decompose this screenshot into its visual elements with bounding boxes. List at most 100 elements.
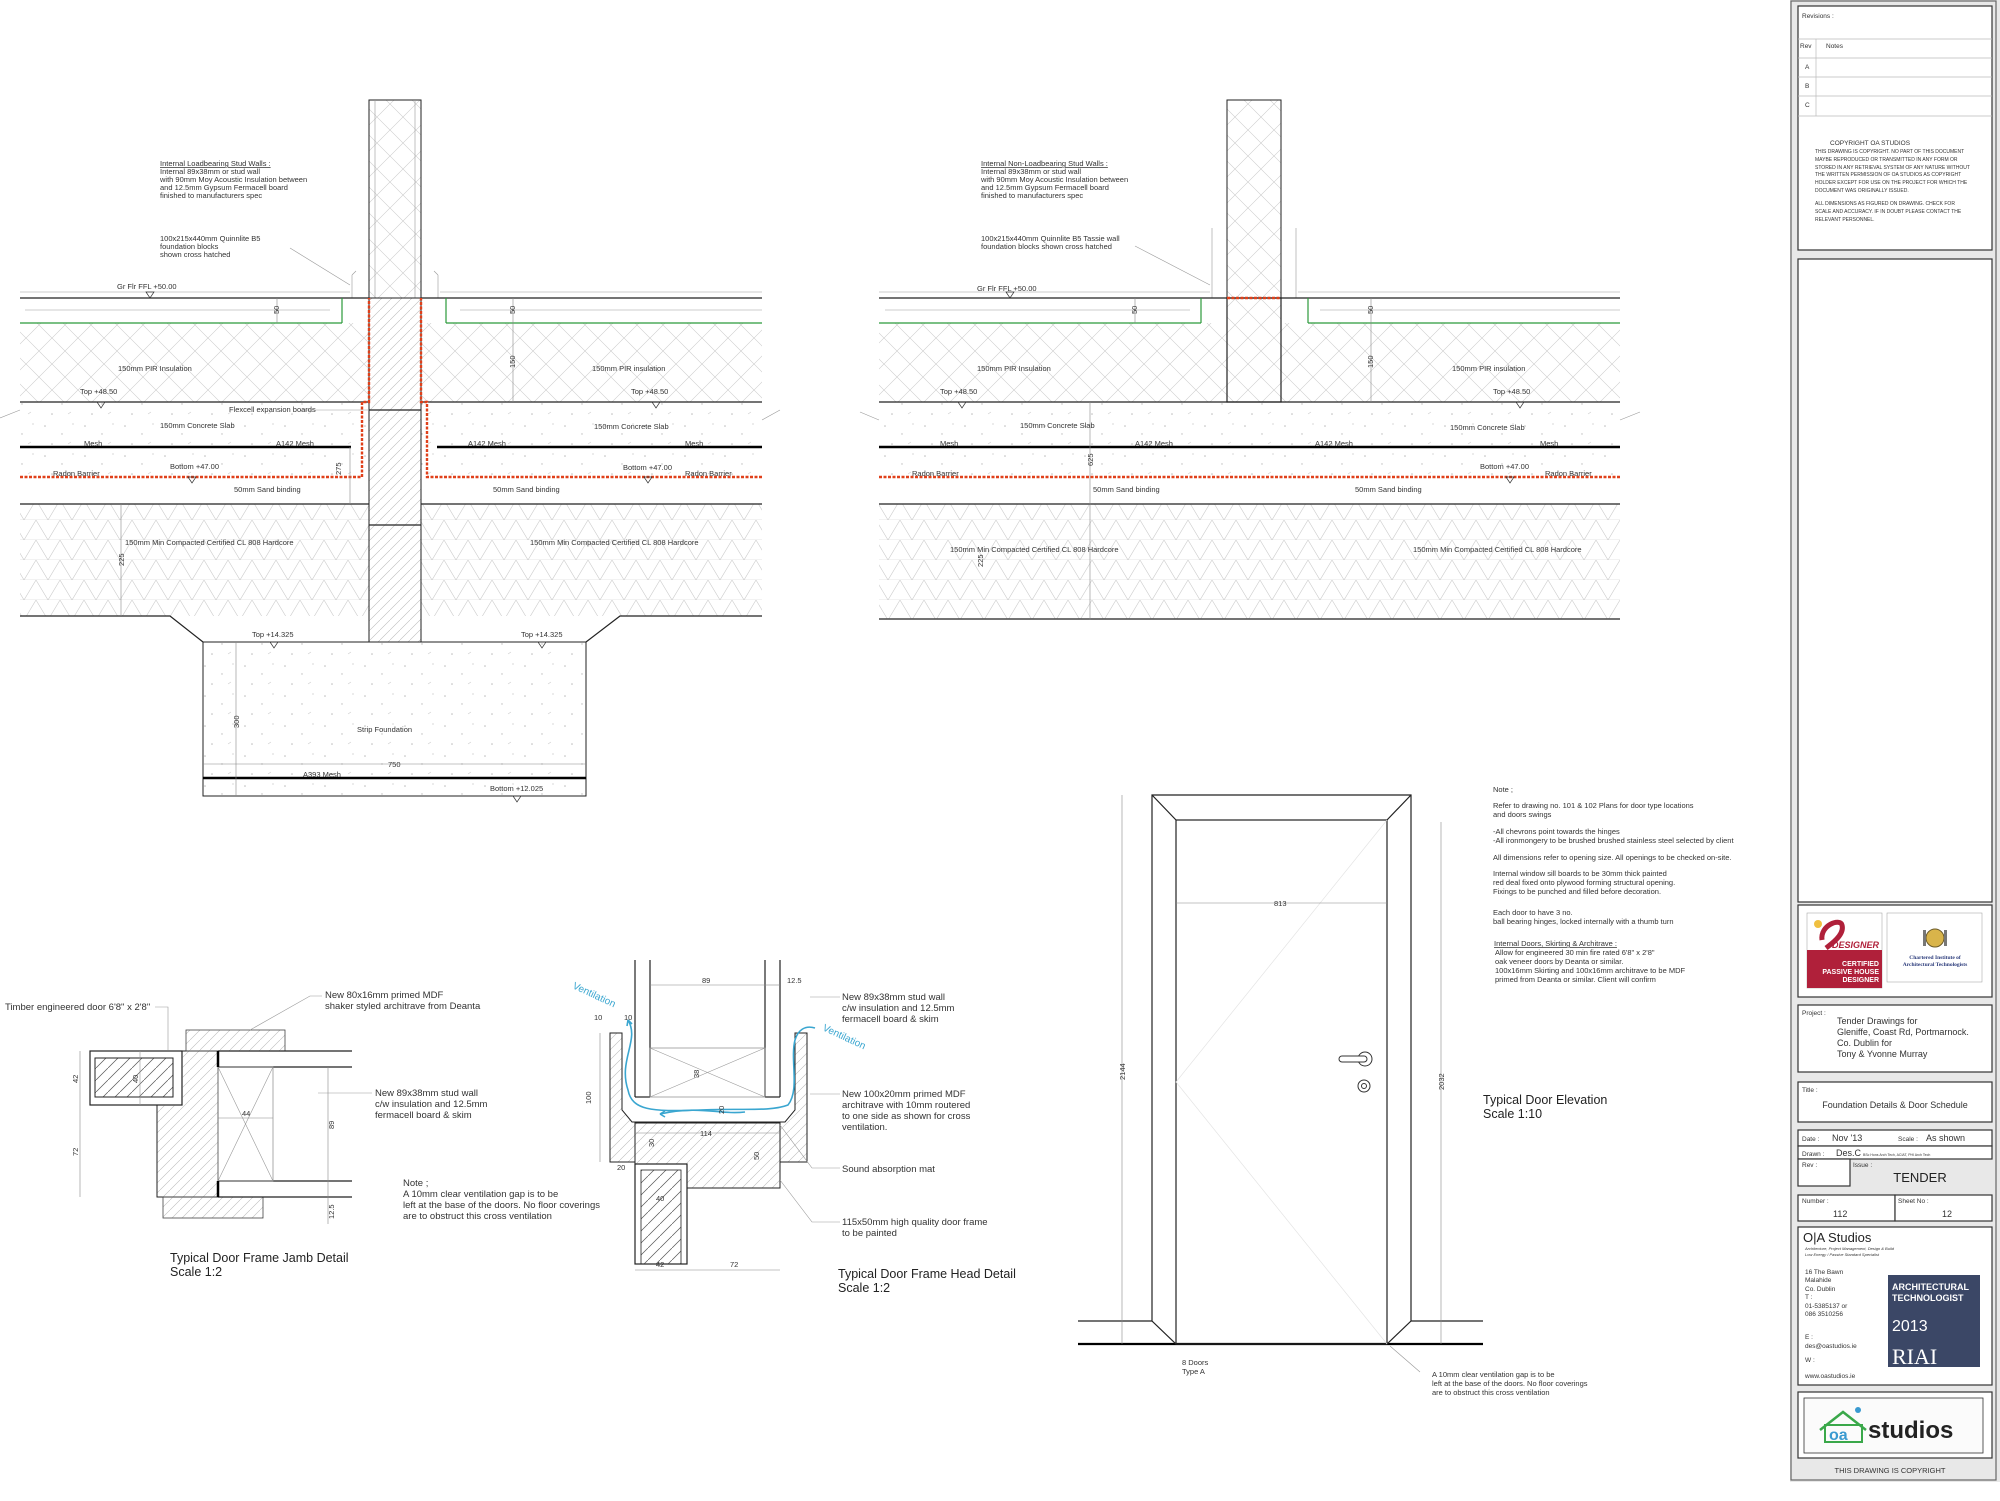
address-line: E : xyxy=(1805,1334,1813,1341)
copyright-line: ALL DIMENSIONS AS FIGURED ON DRAWING. CH… xyxy=(1815,201,1955,207)
project-line: Tony & Yvonne Murray xyxy=(1837,1049,1928,1059)
thumb-turn-icon xyxy=(1357,1079,1371,1093)
dim-label: 275 xyxy=(334,462,343,475)
dim-label: 50 xyxy=(752,1152,761,1160)
detail-scale: Scale 1:2 xyxy=(838,1281,890,1295)
note-line: Note ; xyxy=(403,1178,428,1189)
note-line: left at the base of the doors. No floor … xyxy=(403,1200,600,1211)
date-label: Date : xyxy=(1802,1136,1820,1143)
company-tagline: Architecture, Project Management, Design… xyxy=(1804,1246,1895,1251)
logo-text: Architectural Technologists xyxy=(1903,962,1968,968)
stud-note-line: New 89x38mm stud wall xyxy=(375,1088,478,1099)
rev-header: Rev xyxy=(1800,43,1812,50)
badge-text: RIAI xyxy=(1892,1344,1937,1369)
detail-title: Typical Door Frame Head Detail xyxy=(838,1267,1016,1281)
drawn-value: Des.C xyxy=(1836,1148,1862,1158)
riai-badge: ARCHITECTURAL TECHNOLOGIST 2013 RIAI xyxy=(1888,1275,1980,1369)
address-line: W : xyxy=(1805,1357,1815,1364)
strip-foundation-label: Strip Foundation xyxy=(357,725,412,734)
dim-label: 40 xyxy=(656,1194,664,1203)
hardcore-label: 150mm Min Compacted Certified CL 808 Har… xyxy=(125,538,294,547)
dim-label: 100 xyxy=(584,1091,593,1104)
notes-heading: Note ; xyxy=(1493,785,1513,794)
architrave-note-line: New 100x20mm primed MDF xyxy=(842,1089,966,1100)
copyright-line: MAYBE REPRODUCED OR TRANSMITTED IN ANY F… xyxy=(1815,157,1958,163)
sand-label: 50mm Sand binding xyxy=(234,485,301,494)
copyright-line: STORED IN ANY RETRIEVAL SYSTEM OF ANY NA… xyxy=(1815,165,1970,171)
address-line: T : xyxy=(1805,1294,1813,1301)
dim-label: 10 xyxy=(594,1013,602,1022)
mesh-label: Mesh xyxy=(1540,439,1558,448)
copyright-title: COPYRIGHT OA STUDIOS xyxy=(1830,140,1911,147)
dim-label: 150 xyxy=(1366,355,1375,368)
insulation-label: 150mm PIR insulation xyxy=(1452,364,1525,373)
drawing-title: Foundation Details & Door Schedule xyxy=(1822,1100,1968,1110)
sheet-value: 12 xyxy=(1942,1209,1952,1219)
stud-note-line: fermacell board & skim xyxy=(375,1110,472,1121)
drawn-label: Drawn : xyxy=(1802,1151,1825,1158)
website[interactable]: www.oastudios.ie xyxy=(1804,1373,1856,1380)
dim-label: 12.5 xyxy=(327,1204,336,1219)
address-line: Co. Dublin xyxy=(1805,1286,1836,1293)
head-detail: Ventilation Ventilation 89 12.5 10 10 38… xyxy=(571,960,1016,1295)
frame-note-line: to be painted xyxy=(842,1228,897,1239)
level-label: Top +14.325 xyxy=(252,630,294,639)
foundation-section-loadbearing: Internal Loadbearing Stud Walls : Intern… xyxy=(0,99,781,803)
sand-label: 50mm Sand binding xyxy=(1355,485,1422,494)
note-line: Internal window sill boards to be 30mm t… xyxy=(1493,869,1667,878)
slab-label: 150mm Concrete Slab xyxy=(594,422,669,431)
revision-row: B xyxy=(1805,83,1809,90)
note-line: are to obstruct this cross ventilation xyxy=(1432,1388,1550,1397)
dim-label: 30 xyxy=(647,1139,656,1147)
mesh-label: A142 Mesh xyxy=(276,439,314,448)
detail-scale: Scale 1:2 xyxy=(170,1265,222,1279)
architrave-note-line: ventilation. xyxy=(842,1122,887,1133)
address-line: 16 The Bawn xyxy=(1805,1269,1844,1276)
ffl-label: Gr Flr FFL +50.00 xyxy=(977,284,1037,293)
level-label: Top +48.50 xyxy=(631,387,668,396)
water-drop-icon xyxy=(1855,1407,1861,1413)
dim-label: 750 xyxy=(388,760,401,769)
badge-text: ARCHITECTURAL xyxy=(1892,1282,1969,1292)
oa-studios-logo: oa studios xyxy=(1819,1407,1953,1444)
stud-wall-note: Internal Loadbearing Stud Walls : Intern… xyxy=(159,159,307,200)
level-label: Top +48.50 xyxy=(940,387,977,396)
logo-text: CERTIFIED xyxy=(1842,961,1879,968)
dim-label: 50 xyxy=(1130,306,1139,314)
mesh-label: Mesh xyxy=(685,439,703,448)
project-line: Gleniffe, Coast Rd, Portmarnock. xyxy=(1837,1027,1969,1037)
dim-label: 20 xyxy=(617,1163,625,1172)
radon-label: Radon Barrier xyxy=(1545,469,1592,478)
dim-label: 225 xyxy=(117,553,126,566)
door-notes: Note ; Refer to drawing no. 101 & 102 Pl… xyxy=(1493,785,1734,984)
level-label: Top +48.50 xyxy=(80,387,117,396)
copyright-line: HOLDER EXCEPT FOR USE ON THE PROJECT FOR… xyxy=(1815,180,1968,186)
note-line: 100x16mm Skirting and 100x16mm architrav… xyxy=(1495,966,1686,975)
width-dim-label: 813 xyxy=(1274,899,1287,908)
mesh-label: Mesh xyxy=(940,439,958,448)
flexcell-label: Flexcell expansion boards xyxy=(229,405,316,414)
dim-label: 12.5 xyxy=(787,976,802,985)
stud-note-line: fermacell board & skim xyxy=(842,1014,939,1025)
jamb-detail: Timber engineered door 6'8" x 2'8" New 8… xyxy=(5,990,600,1279)
ventilation-label: Ventilation xyxy=(821,1023,867,1052)
stud-note-line: c/w insulation and 12.5mm xyxy=(375,1099,488,1110)
email[interactable]: des@oastudios.ie xyxy=(1805,1343,1857,1350)
dim-label: 150 xyxy=(508,355,517,368)
note-line: Internal 89x38mm or stud wall xyxy=(160,167,260,176)
badge-year: 2013 xyxy=(1892,1318,1928,1335)
note-line: are to obstruct this cross ventilation xyxy=(403,1211,552,1222)
frame-note-line: 115x50mm high quality door frame xyxy=(842,1217,988,1228)
note-line: -All ironmongery to be brushed brushed s… xyxy=(1493,836,1734,845)
dim-label: 72 xyxy=(71,1148,80,1156)
number-value: 112 xyxy=(1833,1209,1847,1219)
ciat-logo: Chartered Institute of Architectural Tec… xyxy=(1886,912,1983,983)
copyright-line: SCALE AND ACCURACY. IF IN DOUBT PLEASE C… xyxy=(1815,209,1962,215)
dim-label: 225 xyxy=(976,554,985,567)
note-line: foundation blocks xyxy=(160,242,219,251)
notes-subheading: Internal Doors, Skirting & Architrave : xyxy=(1494,939,1617,948)
project-label: Project : xyxy=(1802,1010,1826,1017)
note-heading: Internal Loadbearing Stud Walls : xyxy=(160,159,271,168)
note-line: Allow for engineered 30 min fire rated 6… xyxy=(1495,948,1655,957)
